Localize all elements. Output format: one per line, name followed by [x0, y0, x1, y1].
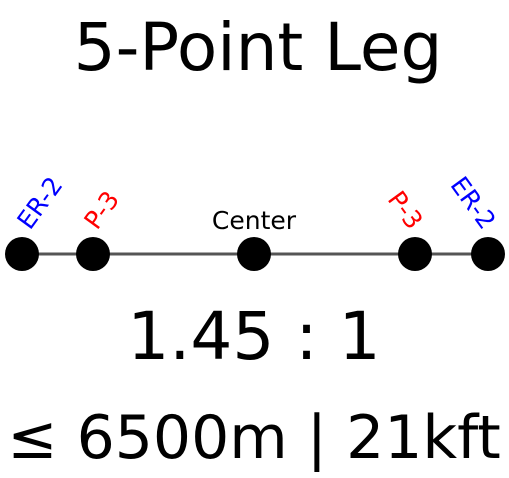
p-label-right: P-3: [382, 186, 429, 235]
diagram-title: 5-Point Leg: [74, 9, 443, 86]
center-node: [237, 237, 271, 271]
ratio-value: 1.45 : 1: [127, 298, 380, 375]
altitude-limit: ≤ 6500m | 21kft: [7, 403, 501, 473]
p-node-right: [398, 237, 432, 271]
p-label-left: P-3: [78, 186, 125, 235]
er-label-right: ER-2: [445, 171, 502, 234]
er-node-right: [471, 237, 505, 271]
p-node-left: [76, 237, 110, 271]
center-label: Center: [212, 206, 297, 235]
er-label-left: ER-2: [11, 171, 68, 234]
er-node-left: [5, 237, 39, 271]
